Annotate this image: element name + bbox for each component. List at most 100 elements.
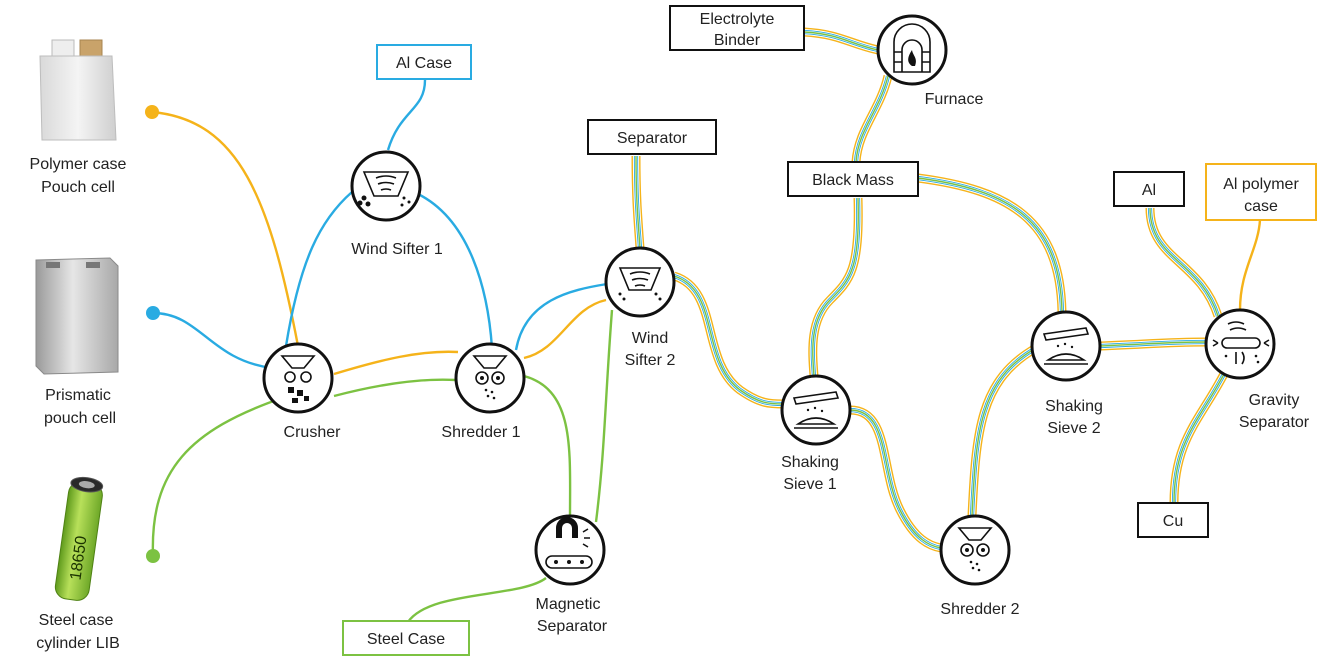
crusher-to-shredder1-pouch bbox=[333, 350, 459, 376]
input-label-cylinder: Steel case bbox=[39, 612, 114, 629]
sieve1-to-shredder2-bundle-layer bbox=[849, 406, 942, 552]
wind-sifter-icon bbox=[357, 171, 411, 207]
magnet-icon bbox=[545, 517, 593, 569]
node-label-wind-sifter-2: Wind bbox=[632, 330, 668, 347]
sieve1-to-shredder2-bundle-layer bbox=[849, 408, 942, 550]
windsifter2-to-magnetic-line bbox=[594, 309, 614, 523]
prismatic-cell-image bbox=[35, 257, 119, 375]
node-shaking-sieve-2 bbox=[1030, 310, 1102, 382]
prismatic-feed-line bbox=[152, 311, 273, 370]
sieve1-to-shredder2-bundle bbox=[849, 405, 942, 553]
input-label-cylinder: cylinder LIB bbox=[36, 635, 120, 652]
blackmass-to-sieve1-bundle-layer bbox=[811, 197, 860, 377]
input-label-prismatic: Prismatic bbox=[45, 387, 111, 404]
node-label-crusher: Crusher bbox=[284, 424, 342, 441]
node-label-shaking-sieve-1: Shaking bbox=[781, 454, 839, 471]
node-magnetic-separator bbox=[534, 514, 606, 586]
node-label-gravity-separator: Gravity bbox=[1249, 392, 1300, 409]
input-label-pouch: Pouch cell bbox=[41, 179, 115, 196]
node-label-magnetic-separator: Separator bbox=[537, 618, 608, 635]
sieve-icon bbox=[1042, 327, 1090, 365]
shredder1-to-magnetic-line bbox=[523, 374, 572, 519]
output-label: Cu bbox=[1163, 513, 1183, 530]
node-crusher bbox=[262, 342, 334, 414]
bundled-flow-lines bbox=[631, 27, 1262, 553]
node-shaking-sieve-1 bbox=[780, 374, 852, 446]
crusher-to-shredder1-cyl bbox=[333, 378, 457, 398]
al-to-gravity-bundle-layer bbox=[1149, 207, 1219, 317]
node-wind-sifter-2 bbox=[604, 246, 676, 318]
gravity-to-cu-bundle-layer bbox=[1170, 372, 1227, 504]
node-label-shredder-1: Shredder 1 bbox=[441, 424, 520, 441]
sieve-icon bbox=[792, 391, 840, 429]
sieve1-to-shredder2-bundle-layer bbox=[849, 407, 942, 551]
node-label-gravity-separator: Separator bbox=[1239, 414, 1310, 431]
shredder-icon bbox=[472, 355, 508, 400]
windsifter2-to-sieve1-bundle bbox=[672, 271, 785, 409]
separator-to-windsifter2-bundle-layer bbox=[635, 155, 641, 249]
node-shredder-2 bbox=[939, 514, 1011, 586]
output-label: Al Case bbox=[396, 55, 452, 72]
wind-sifter-icon bbox=[618, 267, 662, 301]
sieve2-to-gravity-bundle-layer bbox=[1099, 341, 1207, 347]
blackmass-to-sieve2-bundle-layer bbox=[917, 177, 1063, 313]
output-label: Electrolyte bbox=[700, 11, 775, 28]
input-label-pouch: Polymer case bbox=[30, 156, 127, 173]
output-label: Al polymer bbox=[1223, 176, 1299, 193]
output-box-black-mass: Black Mass bbox=[787, 161, 919, 197]
output-label: Binder bbox=[714, 32, 761, 49]
shredder2-to-sieve2-bundle-layer bbox=[971, 347, 1037, 517]
crusher-icon bbox=[280, 355, 316, 403]
alpolymer-to-gravity-line bbox=[1238, 219, 1262, 311]
output-box-separator: Separator bbox=[587, 119, 717, 155]
node-label-furnace: Furnace bbox=[925, 91, 984, 108]
input-label-prismatic: pouch cell bbox=[44, 410, 116, 427]
furnace-to-blackmass-bundle-layer bbox=[855, 75, 889, 163]
output-label: case bbox=[1244, 198, 1278, 215]
node-label-wind-sifter-2: Sifter 2 bbox=[625, 352, 676, 369]
node-label-shaking-sieve-1: Sieve 1 bbox=[783, 476, 836, 493]
output-label: Separator bbox=[617, 130, 688, 147]
output-box-al-polymer-case: Al polymer case bbox=[1205, 163, 1317, 221]
windsifter1-to-alcase-line bbox=[386, 79, 427, 151]
output-label: Black Mass bbox=[812, 172, 894, 189]
output-box-al: Al bbox=[1113, 171, 1185, 207]
node-gravity-separator bbox=[1204, 308, 1276, 380]
windsifter1-to-shredder1-line bbox=[417, 192, 494, 349]
crusher-to-windsifter1-line bbox=[284, 191, 353, 347]
cylinder-cell-image: 18650 bbox=[54, 476, 104, 601]
output-box-steel-case: Steel Case bbox=[342, 620, 470, 656]
furnace-icon bbox=[893, 23, 931, 73]
output-label: Al bbox=[1142, 182, 1156, 199]
gravity-separator-icon bbox=[1212, 321, 1270, 365]
shredder1-to-windsifter2-blue bbox=[514, 282, 608, 351]
node-label-shaking-sieve-2: Shaking bbox=[1045, 398, 1103, 415]
pouch-source-dot bbox=[145, 105, 159, 119]
windsifter2-to-sieve1-bundle-layer bbox=[673, 275, 785, 405]
cylinder-feed-line bbox=[151, 396, 283, 557]
shredder-icon bbox=[957, 527, 993, 572]
output-label: Steel Case bbox=[367, 631, 445, 648]
blackmass-to-sieve1-bundle bbox=[808, 197, 863, 377]
node-label-shredder-2: Shredder 2 bbox=[940, 601, 1019, 618]
node-wind-sifter-1 bbox=[350, 150, 422, 222]
node-furnace bbox=[876, 14, 948, 86]
cell-model-text: 18650 bbox=[67, 535, 90, 582]
sieve1-to-shredder2-bundle-layer bbox=[849, 409, 942, 549]
electrolyte-to-furnace-bundle-layer bbox=[803, 31, 879, 51]
output-box-cu: Cu bbox=[1137, 502, 1209, 538]
blackmass-to-sieve2-bundle-layer bbox=[917, 174, 1066, 313]
node-label-magnetic-separator: Magnetic bbox=[536, 596, 601, 613]
node-label-shaking-sieve-2: Sieve 2 bbox=[1047, 420, 1100, 437]
output-box-al-case: Al Case bbox=[376, 44, 472, 80]
shredder1-to-windsifter2-orange bbox=[523, 298, 607, 360]
flow-lines bbox=[145, 79, 614, 623]
blackmass-to-sieve1-bundle-layer bbox=[812, 197, 859, 377]
node-label-wind-sifter-1: Wind Sifter 1 bbox=[351, 241, 443, 258]
output-box-electrolyte-binder: Electrolyte Binder bbox=[669, 5, 805, 51]
prismatic-source-dot bbox=[146, 306, 160, 320]
magnetic-to-steelcase-line bbox=[407, 577, 547, 623]
gravity-to-cu-bundle-layer bbox=[1173, 373, 1225, 504]
